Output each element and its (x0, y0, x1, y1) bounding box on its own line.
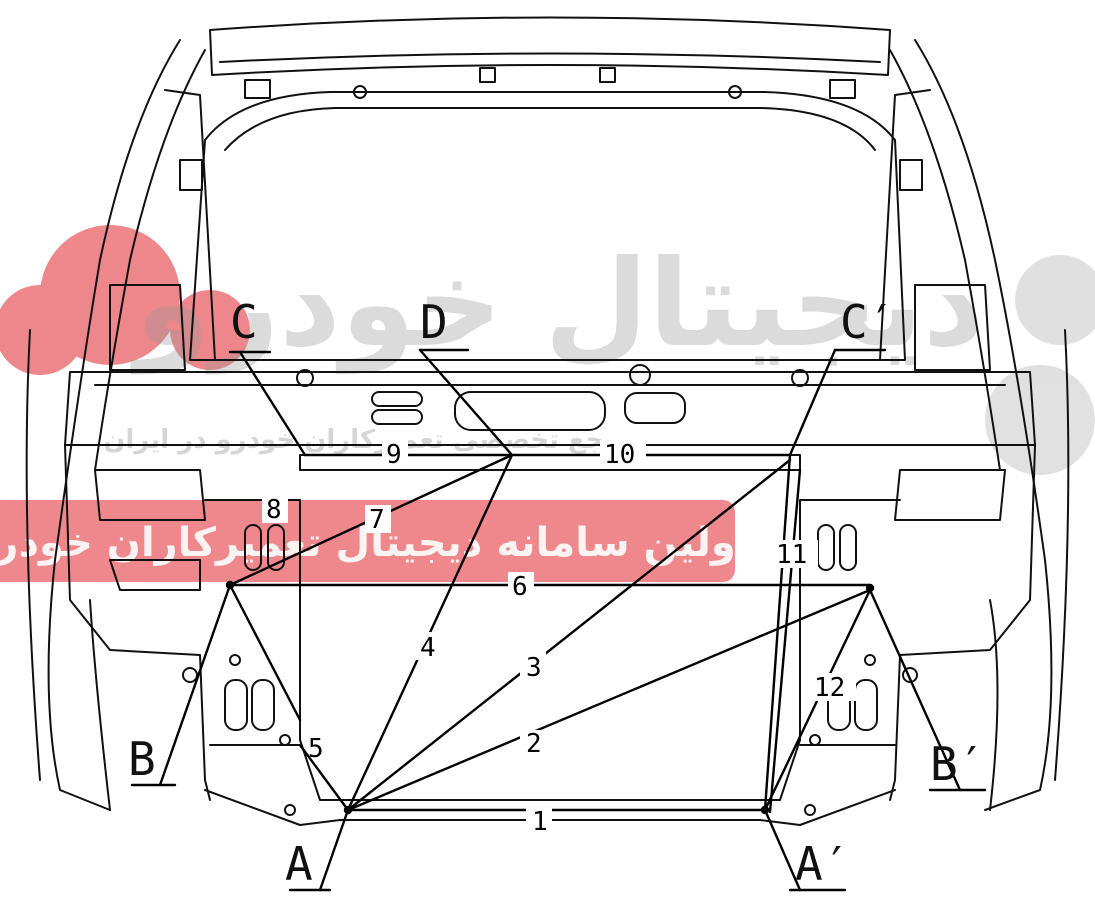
dimension-label-5: 5 (308, 734, 324, 764)
label-D: D (420, 295, 448, 349)
label-C-prime: C′ (840, 295, 895, 349)
dimension-label-8: 8 (266, 495, 282, 525)
label-B: B (128, 732, 156, 786)
dimension-line-5 (298, 743, 350, 812)
watermark-title: دیجیتال خودرو (130, 235, 984, 375)
dimension-label-12: 12 (814, 673, 845, 703)
dimension-label-9: 9 (386, 440, 402, 470)
dimension-line-8 (228, 583, 302, 722)
dimension-label-11: 11 (776, 540, 807, 570)
dimension-label-6: 6 (512, 572, 528, 602)
body-outline (25, 16, 1070, 826)
dimension-label-7: 7 (369, 505, 385, 535)
dimension-line-2 (346, 588, 872, 812)
dimension-labels: 1 2 3 4 5 6 7 8 9 10 11 12 (262, 440, 856, 837)
point-labels: A A′ B B′ C C′ D (128, 295, 985, 891)
dimension-line-11 (763, 453, 792, 812)
dimension-label-10: 10 (604, 440, 635, 470)
label-A: A (285, 837, 313, 891)
label-B-prime: B′ (930, 737, 985, 791)
dimension-label-1: 1 (532, 807, 548, 837)
dimension-label-2: 2 (526, 729, 542, 759)
label-C: C (230, 295, 258, 349)
label-A-prime: A′ (795, 837, 850, 891)
dimension-label-3: 3 (526, 653, 542, 683)
dimension-label-4: 4 (420, 633, 436, 663)
dimension-line-3 (346, 458, 792, 812)
watermark: دیجیتال خودرو مرجع تخصصی تعمیرکاران خودر… (0, 225, 1095, 582)
